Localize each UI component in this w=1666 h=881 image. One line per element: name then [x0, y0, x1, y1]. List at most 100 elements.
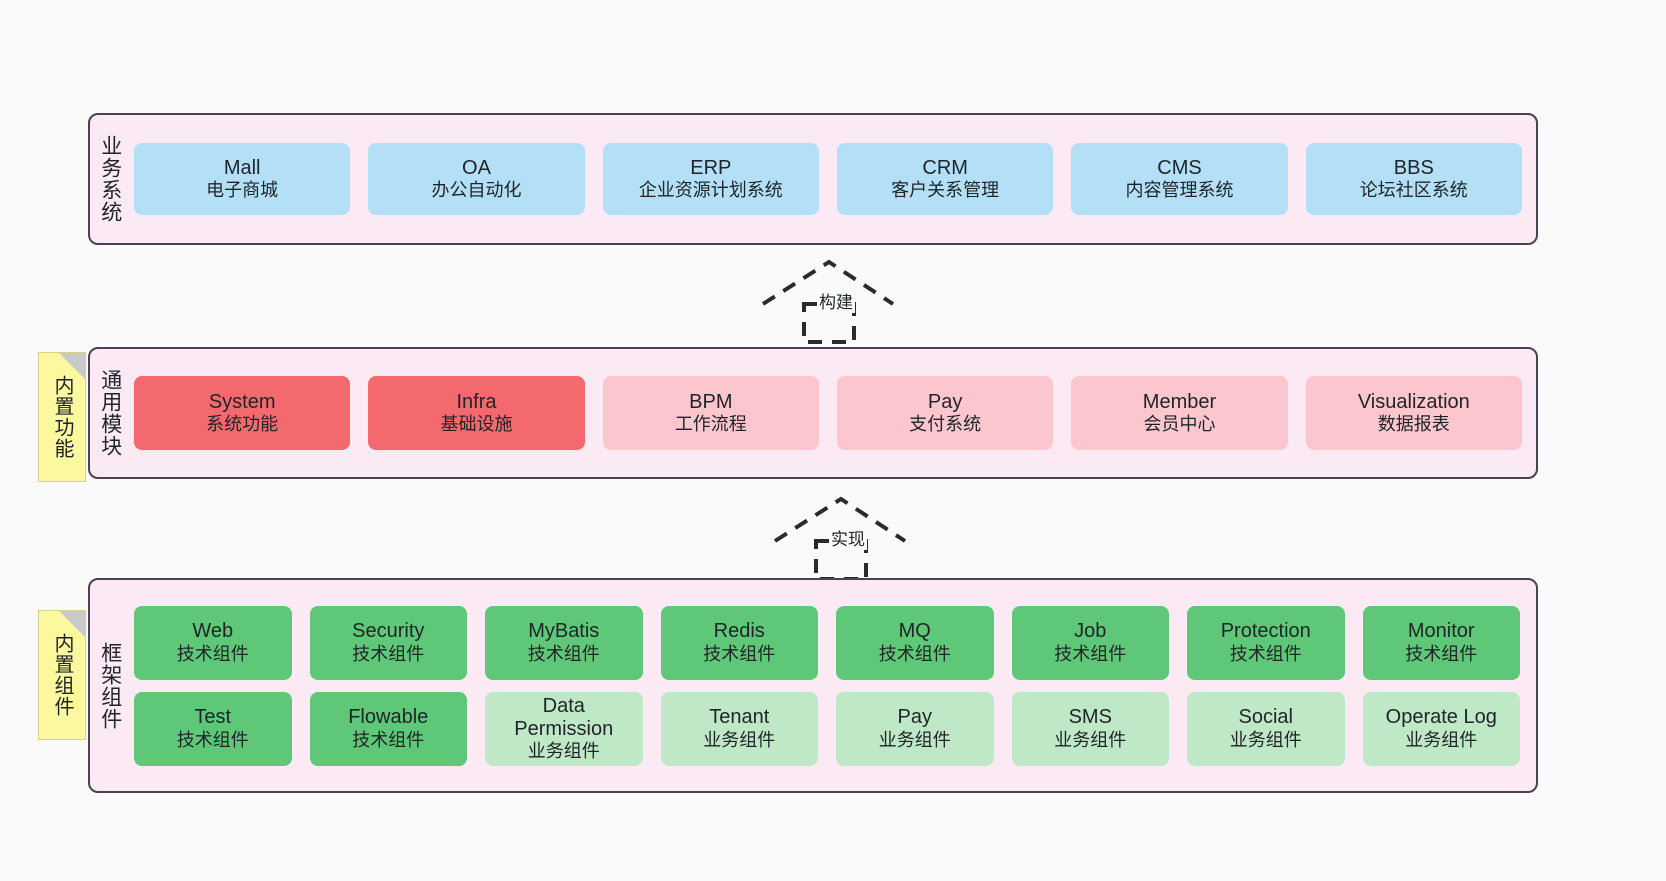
card-mq[interactable]: MQ 技术组件	[836, 605, 994, 680]
card-tenant[interactable]: Tenant 业务组件	[660, 691, 818, 766]
card-subtitle: 基础设施	[440, 414, 513, 435]
card-social[interactable]: Social 业务组件	[1187, 691, 1345, 766]
card-title: Visualization	[1357, 390, 1470, 413]
card-subtitle: 论坛社区系统	[1359, 180, 1468, 201]
card-title: MyBatis	[528, 620, 600, 643]
card-title: Pay	[927, 390, 963, 413]
card-title: System	[208, 390, 276, 413]
card-subtitle: 工作流程	[674, 414, 747, 435]
layer-framework-component: 框架组件 Web 技术组件 Security 技术组件 MyBatis 技术组件…	[88, 578, 1538, 793]
card-row: System 系统功能 Infra 基础设施 BPM 工作流程 Pay 支付系统…	[134, 376, 1522, 450]
card-subtitle: 办公自动化	[431, 180, 522, 201]
card-system[interactable]: System 系统功能	[134, 376, 351, 450]
card-title: Tenant	[709, 706, 770, 729]
card-bpm[interactable]: BPM 工作流程	[602, 376, 819, 450]
card-web[interactable]: Web 技术组件	[134, 605, 292, 680]
card-title: Social	[1238, 706, 1293, 729]
connector-implement: 实现	[772, 495, 912, 581]
connector-build-label: 构建	[817, 288, 855, 313]
sticky-note-builtin-function: 内置功能	[38, 352, 86, 482]
card-title: Monitor	[1407, 620, 1475, 643]
card-title: BBS	[1393, 156, 1434, 179]
card-row: Mall 电子商城 OA 办公自动化 ERP 企业资源计划系统 CRM 客户关系…	[134, 143, 1522, 215]
card-title: Pay	[897, 706, 932, 729]
layer-title-business-system: 业务系统	[98, 135, 122, 223]
note-fold-corner	[59, 353, 85, 379]
layer-body-business-system: Mall 电子商城 OA 办公自动化 ERP 企业资源计划系统 CRM 客户关系…	[130, 115, 1536, 243]
card-mall[interactable]: Mall 电子商城	[134, 143, 351, 215]
card-title: Job	[1074, 620, 1107, 643]
note-fold-corner	[59, 611, 85, 637]
card-infra[interactable]: Infra 基础设施	[368, 376, 585, 450]
card-security[interactable]: Security 技术组件	[309, 605, 467, 680]
card-subtitle: 技术组件	[878, 643, 951, 664]
layer-business-system: 业务系统 Mall 电子商城 OA 办公自动化 ERP 企业资源计划系统 CRM…	[88, 113, 1538, 245]
layer-common-module: 通用模块 System 系统功能 Infra 基础设施 BPM 工作流程 Pay…	[88, 347, 1538, 479]
card-pay[interactable]: Pay 支付系统	[836, 376, 1054, 450]
card-title: Web	[192, 620, 234, 643]
card-title: ERP	[690, 156, 732, 179]
card-erp[interactable]: ERP 企业资源计划系统	[602, 143, 819, 215]
card-cms[interactable]: CMS 内容管理系统	[1071, 143, 1288, 215]
card-subtitle: 技术组件	[1229, 643, 1302, 664]
card-visualization[interactable]: Visualization 数据报表	[1305, 376, 1522, 450]
card-title: Security	[352, 620, 425, 643]
card-subtitle: 技术组件	[176, 729, 249, 750]
card-subtitle: 技术组件	[176, 643, 249, 664]
card-member[interactable]: Member 会员中心	[1071, 376, 1288, 450]
card-subtitle: 数据报表	[1377, 414, 1450, 435]
card-operate-log[interactable]: Operate Log 业务组件	[1362, 691, 1520, 766]
card-redis[interactable]: Redis 技术组件	[660, 605, 818, 680]
card-monitor[interactable]: Monitor 技术组件	[1362, 605, 1520, 680]
card-job[interactable]: Job 技术组件	[1011, 605, 1169, 680]
sticky-note-label: 内置组件	[51, 633, 73, 717]
card-mybatis[interactable]: MyBatis 技术组件	[485, 605, 643, 680]
connector-implement-label: 实现	[829, 525, 867, 550]
card-test[interactable]: Test 技术组件	[134, 691, 292, 766]
card-subtitle: 企业资源计划系统	[638, 180, 783, 201]
card-subtitle: 客户关系管理	[891, 180, 1000, 201]
card-subtitle: 技术组件	[1054, 643, 1127, 664]
card-data-permission[interactable]: Data Permission 业务组件	[485, 691, 643, 766]
sticky-note-label: 内置功能	[51, 375, 73, 459]
sticky-note-builtin-component: 内置组件	[38, 610, 86, 740]
card-subtitle: 业务组件	[1054, 729, 1127, 750]
card-subtitle: 系统功能	[206, 414, 279, 435]
card-title: Flowable	[348, 706, 429, 729]
card-flowable[interactable]: Flowable 技术组件	[309, 691, 467, 766]
card-title: Redis	[713, 620, 765, 643]
card-oa[interactable]: OA 办公自动化	[368, 143, 585, 215]
card-subtitle: 技术组件	[352, 643, 425, 664]
card-sms[interactable]: SMS 业务组件	[1011, 691, 1169, 766]
card-row-technical: Web 技术组件 Security 技术组件 MyBatis 技术组件 Redi…	[134, 605, 1520, 680]
card-subtitle: 业务组件	[1405, 729, 1478, 750]
card-title: Data Permission	[514, 694, 614, 740]
card-subtitle: 会员中心	[1143, 414, 1216, 435]
card-title: BPM	[689, 390, 733, 413]
card-title: Test	[194, 706, 232, 729]
card-row-business: Test 技术组件 Flowable 技术组件 Data Permission …	[134, 691, 1520, 766]
card-subtitle: 内容管理系统	[1125, 180, 1234, 201]
layer-body-common-module: System 系统功能 Infra 基础设施 BPM 工作流程 Pay 支付系统…	[130, 349, 1536, 477]
card-title: Infra	[456, 390, 497, 413]
card-title: CRM	[922, 156, 968, 179]
card-title: MQ	[898, 620, 931, 643]
card-subtitle: 业务组件	[1229, 729, 1302, 750]
card-title: Mall	[223, 156, 261, 179]
card-crm[interactable]: CRM 客户关系管理	[836, 143, 1054, 215]
card-subtitle: 业务组件	[527, 740, 600, 761]
card-title: OA	[462, 156, 491, 179]
card-subtitle: 电子商城	[206, 180, 279, 201]
card-subtitle: 技术组件	[527, 643, 600, 664]
card-title: Protection	[1220, 620, 1311, 643]
layer-title-common-module: 通用模块	[98, 369, 122, 457]
card-pay-business[interactable]: Pay 业务组件	[836, 691, 994, 766]
connector-build: 构建	[760, 258, 900, 344]
card-subtitle: 技术组件	[1405, 643, 1478, 664]
card-subtitle: 技术组件	[352, 729, 425, 750]
layer-body-framework-component: Web 技术组件 Security 技术组件 MyBatis 技术组件 Redi…	[130, 580, 1536, 791]
card-protection[interactable]: Protection 技术组件	[1187, 605, 1345, 680]
card-bbs[interactable]: BBS 论坛社区系统	[1305, 143, 1522, 215]
card-title: Member	[1142, 390, 1217, 413]
